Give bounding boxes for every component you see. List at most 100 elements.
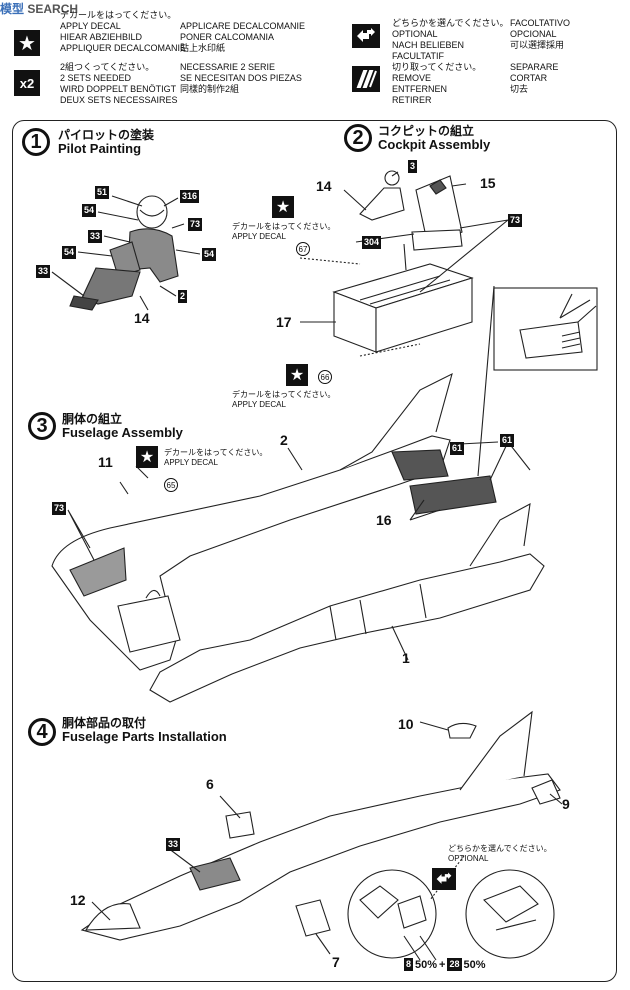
watermark-brand: 模型 (0, 2, 25, 16)
watermark-search: SEARCH (27, 2, 79, 16)
legend-apply-decal-2: APPLICARE DECALCOMANIE PONER CALCOMANIA … (180, 21, 305, 54)
legend-text: REMOVE (392, 73, 432, 83)
legend-text: 貼上水印紙 (180, 43, 226, 53)
color-code-3: 3 (408, 160, 418, 173)
color-code-61: 61 (500, 434, 515, 447)
part-number-15: 15 (480, 175, 496, 191)
color-code-33: 33 (166, 838, 181, 851)
legend-text: WIRD DOPPELT BENÖTIGT (60, 84, 177, 94)
step-3-title-en: Fuselage Assembly (62, 425, 183, 440)
legend-text: APPLICARE DECALCOMANIE (180, 21, 306, 31)
step-1-number: 1 (22, 128, 50, 156)
color-code-8: 8 (404, 958, 414, 971)
decal-note-jp: デカールをはってください。 (164, 448, 268, 457)
step-4-title-en: Fuselage Parts Installation (62, 729, 227, 744)
part-number-7: 7 (332, 954, 340, 970)
mix-percent-2: 50% (463, 958, 486, 971)
decal-note: デカールをはってください。 APPLY DECAL (164, 448, 267, 468)
legend-text: FACOLTATIVO (510, 18, 571, 28)
legend-text: RETIRER (392, 95, 432, 105)
decal-number-67: 67 (296, 242, 310, 256)
optional-arrows-icon (352, 24, 380, 48)
color-code-61: 61 (450, 442, 465, 455)
color-code-316: 316 (180, 190, 200, 203)
step-2-number: 2 (344, 124, 372, 152)
legend-text: どちらかを選んでください。 (392, 18, 509, 28)
legend-text: OPCIONAL (510, 29, 557, 39)
mix-plus: + (439, 958, 446, 971)
apply-decal-icon: ★ (272, 196, 294, 218)
aircraft-assembled-drawing (80, 710, 561, 941)
decal-note-en: APPLY DECAL (232, 400, 286, 409)
color-code-73: 73 (52, 502, 67, 515)
decal-note-en: APPLY DECAL (232, 232, 286, 241)
legend-apply-decal: デカールをはってください。 APPLY DECAL HIEAR ABZIEHBI… (60, 10, 186, 54)
step-3-number: 3 (28, 412, 56, 440)
decal-note-jp: デカールをはってください。 (232, 390, 336, 399)
pilot-small-drawing (359, 170, 405, 221)
part-number-10: 10 (398, 716, 414, 732)
part-number-17: 17 (276, 314, 292, 330)
step-1-title-jp: パイロットの塗装 (58, 128, 155, 142)
x2-badge-icon: x2 (14, 70, 40, 96)
color-code-28: 28 (447, 958, 462, 971)
legend-optional: どちらかを選んでください。 OPTIONAL NACH BELIEBEN FAC… (392, 18, 509, 62)
site-watermark: 模型 SEARCH (0, 0, 78, 17)
paint-mix-ratio: 8 50% + 28 50% (404, 958, 486, 971)
legend-remove: 切り取ってください。 REMOVE ENTFERNEN RETIRER (392, 62, 481, 106)
fuselage-main-drawing (149, 503, 545, 703)
legend-x2-2: NECESSARIE 2 SERIE SE NECESITAN DOS PIEZ… (180, 62, 302, 95)
step-4-title-jp: 胴体部品の取付 (62, 716, 147, 730)
legend-text: APPLY DECAL (60, 21, 121, 31)
step-3-title-jp: 胴体の組立 (62, 412, 123, 426)
apply-decal-icon: ★ (136, 446, 158, 468)
color-code-51: 51 (95, 186, 110, 199)
color-code-2: 2 (178, 290, 188, 303)
decal-number-66: 66 (318, 370, 332, 384)
mix-percent-1: 50% (415, 958, 438, 971)
ejection-seat-drawing (411, 175, 463, 251)
color-code-33: 33 (36, 265, 51, 278)
decal-note-en: APPLY DECAL (164, 458, 218, 467)
optional-arrows-icon (432, 868, 456, 890)
instructions-panel (12, 120, 617, 982)
color-code-73: 73 (188, 218, 203, 231)
decal-number-65: 65 (164, 478, 178, 492)
legend-text: ENTFERNEN (392, 84, 448, 94)
part-number-16: 16 (376, 512, 392, 528)
step-1-title-en: Pilot Painting (58, 141, 142, 156)
star-decal-icon: ★ (14, 30, 40, 56)
optional-note-en: OPTIONAL (448, 854, 489, 863)
legend-text: OPTIONAL (392, 29, 438, 39)
legend-text: FACULTATIF (392, 51, 445, 61)
legend-text: APPLIQUER DECALCOMANIE (60, 43, 187, 53)
step-4-number: 4 (28, 718, 56, 746)
color-code-54: 54 (202, 248, 217, 261)
legend-text: CORTAR (510, 73, 548, 83)
step-2-title-en: Cockpit Assembly (378, 137, 491, 152)
part-number-1: 1 (402, 650, 410, 666)
optional-note-jp: どちらかを選んでください。 (448, 844, 552, 853)
color-code-33: 33 (88, 230, 103, 243)
color-code-54: 54 (82, 204, 97, 217)
legend-text: SE NECESITAN DOS PIEZAS (180, 73, 302, 83)
legend-text: 可以選擇採用 (510, 40, 565, 50)
optional-note: どちらかを選んでください。 OPTIONAL (448, 844, 552, 864)
decal-note: デカールをはってください。 APPLY DECAL (232, 390, 335, 410)
remove-cut-icon (352, 66, 380, 92)
legend-text: 2 SETS NEEDED (60, 73, 132, 83)
part-number-11: 11 (98, 454, 113, 470)
legend-text: PONER CALCOMANIA (180, 32, 275, 42)
legend-text: DEUX SETS NECESSAIRES (60, 95, 178, 105)
legend-text: 切去 (510, 84, 529, 94)
decal-note: デカールをはってください。 APPLY DECAL (232, 222, 335, 242)
legend-text: HIEAR ABZIEHBILD (60, 32, 143, 42)
legend-text: 切り取ってください。 (392, 62, 482, 72)
color-code-73: 73 (508, 214, 523, 227)
decal-note-jp: デカールをはってください。 (232, 222, 336, 231)
legend-text: 同樣的制作2組 (180, 84, 240, 94)
legend-x2: 2組つくってください。 2 SETS NEEDED WIRD DOPPELT B… (60, 62, 178, 106)
legend-text: 2組つくってください。 (60, 62, 155, 72)
part-number-2: 2 (280, 432, 288, 448)
